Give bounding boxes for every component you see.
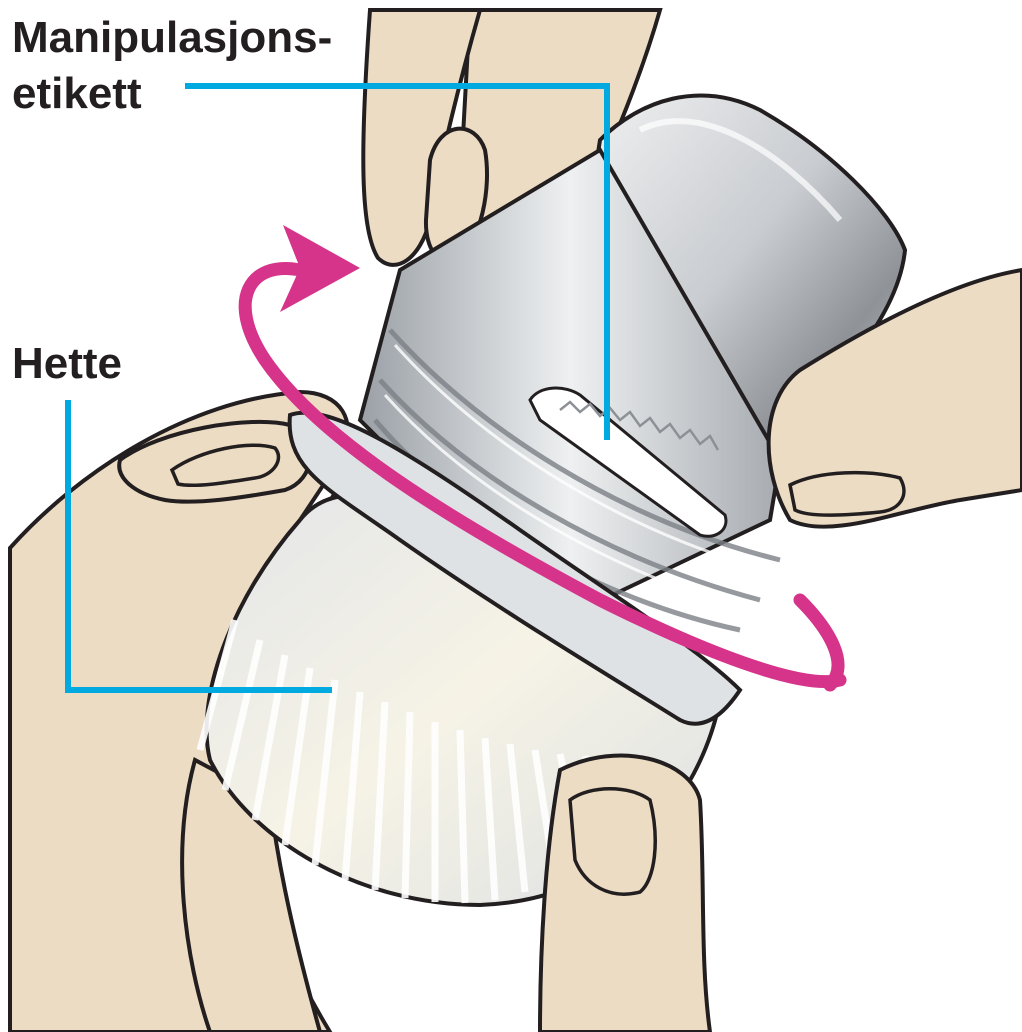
- rotation-arrow-front: [800, 600, 838, 685]
- tamper-label-title-line2: etikett: [12, 69, 142, 118]
- right-fingernail: [790, 473, 904, 515]
- cap-label-title: Hette: [12, 339, 122, 388]
- tamper-label-title-line1: Manipulasjons-: [12, 13, 332, 62]
